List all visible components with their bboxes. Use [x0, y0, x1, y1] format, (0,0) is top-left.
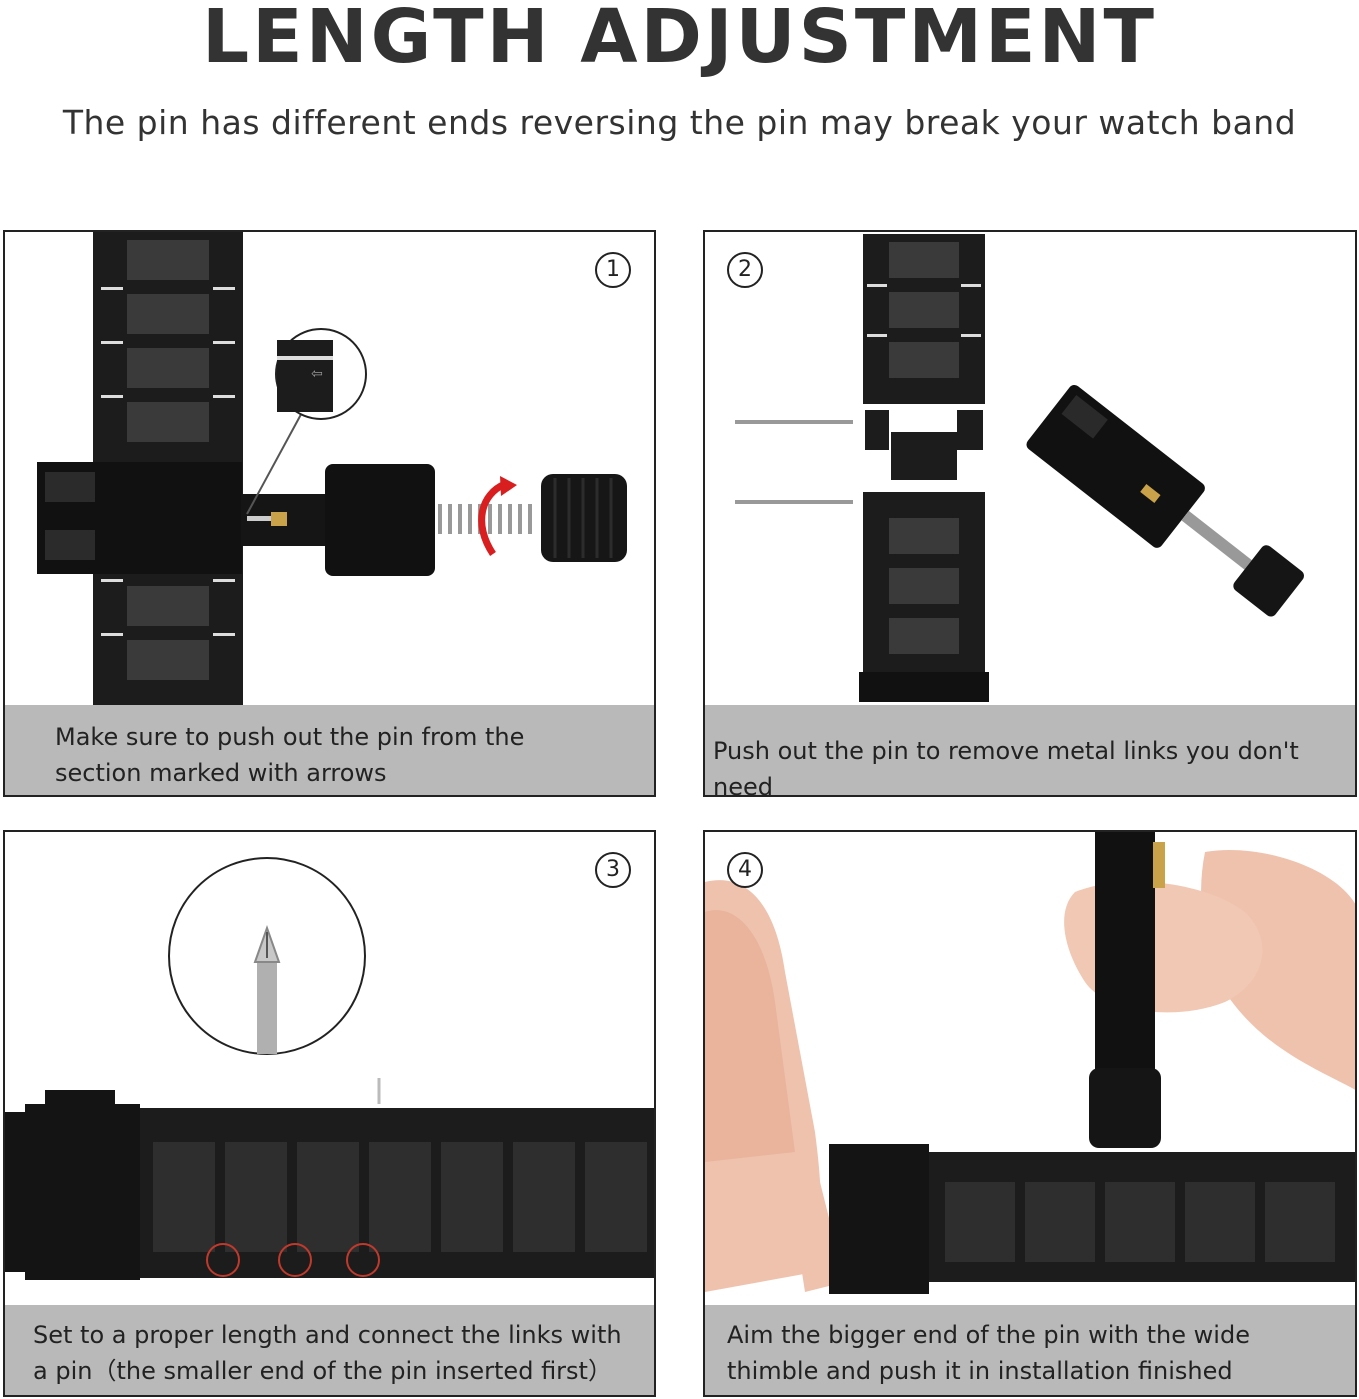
step-1-caption: Make sure to push out the pin from the s… [5, 705, 654, 795]
step-1-illustration: ⇦ [37, 232, 627, 712]
page-subtitle: The pin has different ends reversing the… [62, 103, 1297, 142]
step-4-number-badge: 4 [727, 852, 763, 888]
step-3-caption: Set to a proper length and connect the l… [5, 1305, 654, 1395]
step-4-caption: Aim the bigger end of the pin with the w… [705, 1305, 1355, 1395]
step-3-panel: 3 Set to a proper length and connect the… [3, 830, 656, 1397]
step-2-illustration [735, 234, 1304, 702]
step-3-number-badge: 3 [595, 852, 631, 888]
step-1-caption-text: Make sure to push out the pin from the s… [55, 723, 525, 787]
step-2-panel: 2 Push out the pin to remove metal links… [703, 230, 1357, 797]
step-2-caption-text: Push out the pin to remove metal links y… [713, 737, 1299, 797]
step-1-panel: ⇦ 1 Make sure to push out the pin from t… [3, 230, 656, 797]
step-4-caption-text: Aim the bigger end of the pin with the w… [727, 1321, 1250, 1385]
step-1-number-badge: 1 [595, 252, 631, 288]
page-title: LENGTH ADJUSTMENT [202, 0, 1157, 80]
step-4-illustration [705, 832, 1355, 1294]
svg-text:⇦: ⇦ [311, 366, 323, 382]
step-4-panel: 4 Aim the bigger end of the pin with the… [703, 830, 1357, 1397]
step-3-caption-text: Set to a proper length and connect the l… [33, 1321, 622, 1385]
step-3-illustration [5, 857, 654, 1282]
step-2-caption: Push out the pin to remove metal links y… [705, 705, 1355, 795]
step-2-number-badge: 2 [727, 252, 763, 288]
